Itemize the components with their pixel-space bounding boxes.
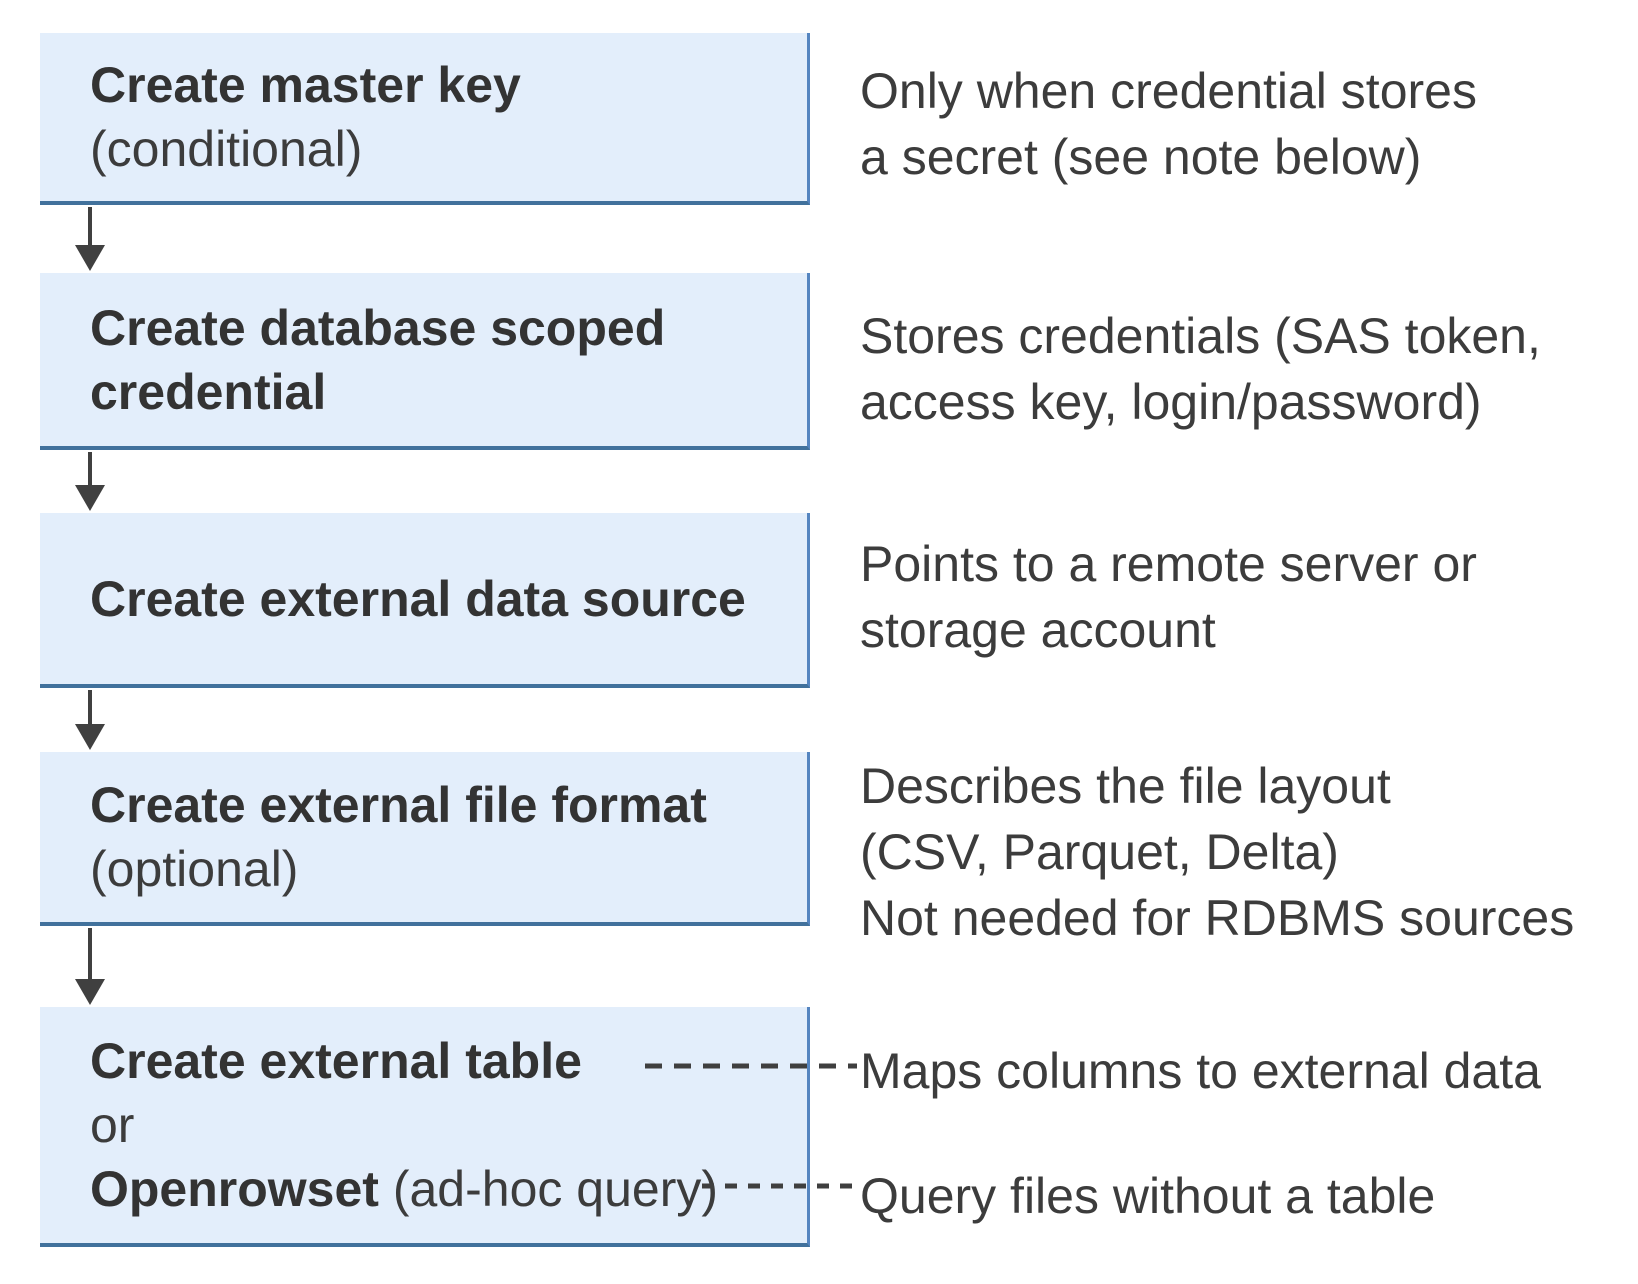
arrow-head bbox=[75, 979, 105, 1005]
annotation-master-key: Only when credential stores a secret (se… bbox=[860, 63, 1477, 185]
annotation-external-table: Maps columns to external data bbox=[860, 1043, 1541, 1099]
step-qualifier: (optional) bbox=[90, 841, 299, 897]
step-title: Create external data source bbox=[90, 570, 746, 627]
step-alt-title: Openrowset bbox=[90, 1161, 379, 1217]
step-title: Create external table bbox=[90, 1033, 582, 1089]
step-title: Create external file format bbox=[90, 777, 707, 833]
step-box-create-scoped-credential: Create database scoped credential bbox=[40, 273, 810, 450]
step-alt-qualifier: (ad-hoc query) bbox=[378, 1161, 718, 1217]
arrow-shaft bbox=[88, 928, 92, 981]
step-or-label: or bbox=[90, 1097, 135, 1153]
arrow-shaft bbox=[88, 452, 92, 487]
arrow-head bbox=[75, 245, 105, 271]
dashed-connector-openrowset bbox=[702, 1183, 857, 1189]
step-qualifier: (conditional) bbox=[90, 121, 363, 177]
step-box-create-external-table-or-openrowset: Create external table or Openrowset (ad-… bbox=[40, 1007, 810, 1247]
step-box-create-master-key: Create master key (conditional) bbox=[40, 33, 810, 205]
down-arrow bbox=[74, 207, 106, 271]
arrow-head bbox=[75, 724, 105, 750]
annotation-external-data-source: Points to a remote server or storage acc… bbox=[860, 536, 1477, 658]
annotation-openrowset: Query files without a table bbox=[860, 1168, 1436, 1224]
down-arrow bbox=[74, 452, 106, 511]
arrow-head bbox=[75, 485, 105, 511]
down-arrow bbox=[74, 928, 106, 1005]
step-alt-line: Openrowset (ad-hoc query) bbox=[90, 1157, 795, 1221]
step-title: Create master key bbox=[90, 57, 521, 113]
annotation-scoped-credential: Stores credentials (SAS token, access ke… bbox=[860, 308, 1541, 430]
arrow-shaft bbox=[88, 207, 92, 247]
down-arrow bbox=[74, 690, 106, 750]
step-box-create-external-data-source: Create external data source bbox=[40, 513, 810, 688]
step-title: Create database scoped credential bbox=[90, 299, 666, 420]
step-box-create-external-file-format: Create external file format (optional) bbox=[40, 752, 810, 926]
dashed-connector-external-table bbox=[645, 1063, 857, 1069]
arrow-shaft bbox=[88, 690, 92, 726]
annotation-external-file-format: Describes the file layout (CSV, Parquet,… bbox=[860, 758, 1575, 946]
